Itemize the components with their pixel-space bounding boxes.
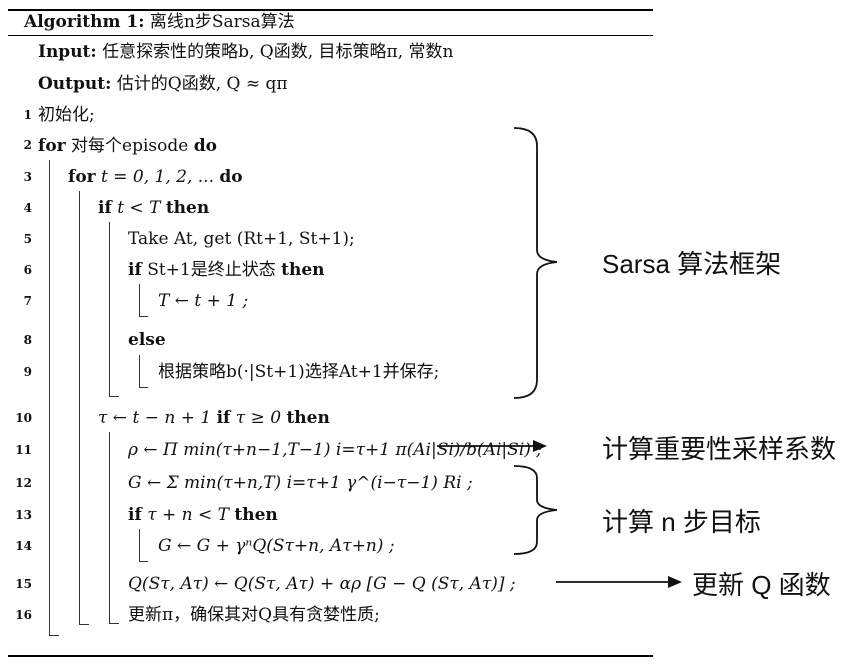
caption-title: 离线n步Sarsa算法 — [149, 12, 295, 32]
update-q-arrowhead — [668, 576, 682, 588]
caption-rule — [8, 35, 653, 36]
n-step-brace — [513, 465, 558, 555]
block-line-for-episode — [49, 160, 50, 635]
block-line-else — [139, 355, 140, 387]
keyword-then: then — [281, 260, 325, 280]
line-number: 4 — [23, 201, 32, 215]
block-end-for-episode — [49, 635, 59, 636]
line-5: Take At, get (Rt+1, St+1); — [128, 229, 355, 249]
line-number: 3 — [23, 170, 32, 184]
keyword-else: else — [128, 330, 166, 350]
block-end-if-tau — [109, 623, 119, 624]
line-number: 5 — [23, 232, 32, 246]
line-10: τ ← t − n + 1 if τ ≥ 0 then — [98, 408, 330, 428]
block-end-if-t — [109, 396, 119, 397]
n-step-target-label: 计算 n 步目标 — [602, 507, 761, 537]
line-2-text: 对每个episode — [71, 136, 189, 156]
output-row: Output: 估计的Q函数, Q ≈ qπ — [38, 74, 288, 94]
output-label: Output: — [38, 74, 112, 94]
block-end-else — [139, 387, 148, 388]
line-11: ρ ← Π min(τ+n−1,T−1) i=τ+1 π(Ai|Si)/b(Ai… — [128, 440, 542, 460]
line-15: Q(Sτ, Aτ) ← Q(Sτ, Aτ) + αρ [G − Q (Sτ, A… — [128, 574, 516, 594]
line-13-text: τ + n < T — [147, 505, 229, 525]
line-number: 15 — [15, 577, 32, 591]
line-number: 10 — [15, 411, 32, 425]
sarsa-framework-brace — [513, 127, 558, 399]
line-2: for 对每个episode do — [38, 136, 217, 156]
line-6: if St+1是终止状态 then — [128, 260, 325, 280]
line-12: G ← Σ min(τ+n,T) i=τ+1 γ^(i−τ−1) Ri ; — [128, 473, 473, 493]
line-12-text: G ← Σ min(τ+n,T) i=τ+1 γ^(i−τ−1) Ri ; — [128, 473, 473, 493]
block-line-if-terminal — [139, 284, 140, 316]
block-end-if-terminal — [139, 316, 148, 317]
importance-sampling-arrowhead — [533, 440, 547, 452]
line-4-text: t < T — [117, 198, 161, 218]
keyword-then: then — [286, 408, 330, 428]
line-3: for t = 0, 1, 2, ... do — [68, 167, 243, 187]
line-number: 2 — [23, 138, 32, 152]
line-4: if t < T then — [98, 198, 209, 218]
block-line-for-t — [79, 191, 80, 624]
line-1-text: 初始化; — [38, 105, 95, 125]
importance-sampling-label: 计算重要性采样系数 — [602, 434, 837, 464]
sarsa-framework-label: Sarsa 算法框架 — [602, 249, 782, 279]
top-rule — [8, 9, 653, 11]
algorithm-caption: Algorithm 1: 离线n步Sarsa算法 — [24, 12, 295, 32]
keyword-if: if — [216, 408, 231, 428]
line-16-text: 更新π，确保其对Q具有贪婪性质; — [128, 605, 380, 625]
caption-label: Algorithm 1: — [24, 12, 145, 32]
line-number: 6 — [23, 263, 32, 277]
keyword-then: then — [234, 505, 278, 525]
line-14-text: G ← G + γⁿQ(Sτ+n, Aτ+n) ; — [158, 536, 395, 556]
line-16: 更新π，确保其对Q具有贪婪性质; — [128, 605, 380, 625]
keyword-do: do — [219, 167, 243, 187]
line-number: 7 — [23, 294, 32, 308]
line-number: 14 — [15, 539, 32, 553]
block-end-for-t — [79, 624, 89, 625]
block-line-if-tau-n — [139, 529, 140, 561]
block-line-if-t — [109, 222, 110, 396]
input-label: Input: — [38, 42, 97, 62]
keyword-do: do — [193, 136, 217, 156]
line-9: 根据策略b(·|St+1)选择At+1并保存; — [158, 362, 439, 382]
line-14: G ← G + γⁿQ(Sτ+n, Aτ+n) ; — [158, 536, 395, 556]
bottom-rule — [8, 655, 653, 657]
line-7: T ← t + 1 ; — [158, 291, 248, 311]
line-5-text: Take At, get (Rt+1, St+1); — [128, 229, 355, 249]
block-end-if-tau-n — [139, 561, 148, 562]
line-3-text: t = 0, 1, 2, ... — [101, 167, 214, 187]
line-8: else — [128, 330, 166, 350]
keyword-if: if — [128, 505, 142, 525]
keyword-for: for — [38, 136, 66, 156]
output-text: 估计的Q函数, Q ≈ qπ — [116, 74, 288, 94]
line-number: 12 — [15, 476, 32, 490]
input-row: Input: 任意探索性的策略b, Q函数, 目标策略π, 常数n — [38, 42, 453, 62]
line-number: 16 — [15, 608, 32, 622]
line-number: 1 — [23, 108, 32, 122]
line-7-text: T ← t + 1 ; — [158, 291, 249, 311]
keyword-for: for — [68, 167, 96, 187]
line-6-text: St+1是终止状态 — [147, 260, 276, 280]
line-13: if τ + n < T then — [128, 505, 278, 525]
input-text: 任意探索性的策略b, Q函数, 目标策略π, 常数n — [102, 42, 454, 62]
keyword-then: then — [165, 198, 210, 218]
keyword-if: if — [128, 260, 142, 280]
keyword-if: if — [98, 198, 112, 218]
update-q-label: 更新 Q 函数 — [692, 570, 831, 600]
line-9-text: 根据策略b(·|St+1)选择At+1并保存; — [158, 362, 440, 382]
line-15-text: Q(Sτ, Aτ) ← Q(Sτ, Aτ) + αρ [G − Q (Sτ, A… — [128, 574, 516, 594]
line-number: 8 — [23, 333, 32, 347]
line-10-text: τ ← t − n + 1 — [98, 408, 212, 428]
line-number: 9 — [23, 365, 32, 379]
line-number: 11 — [15, 443, 32, 457]
line-1: 初始化; — [38, 105, 95, 125]
line-number: 13 — [15, 508, 32, 522]
line-11-text: ρ ← Π min(τ+n−1,T−1) i=τ+1 π(Ai|Si)/b(Ai… — [128, 440, 542, 460]
block-line-if-tau — [109, 432, 110, 623]
line-10-cond: τ ≥ 0 — [235, 408, 282, 428]
